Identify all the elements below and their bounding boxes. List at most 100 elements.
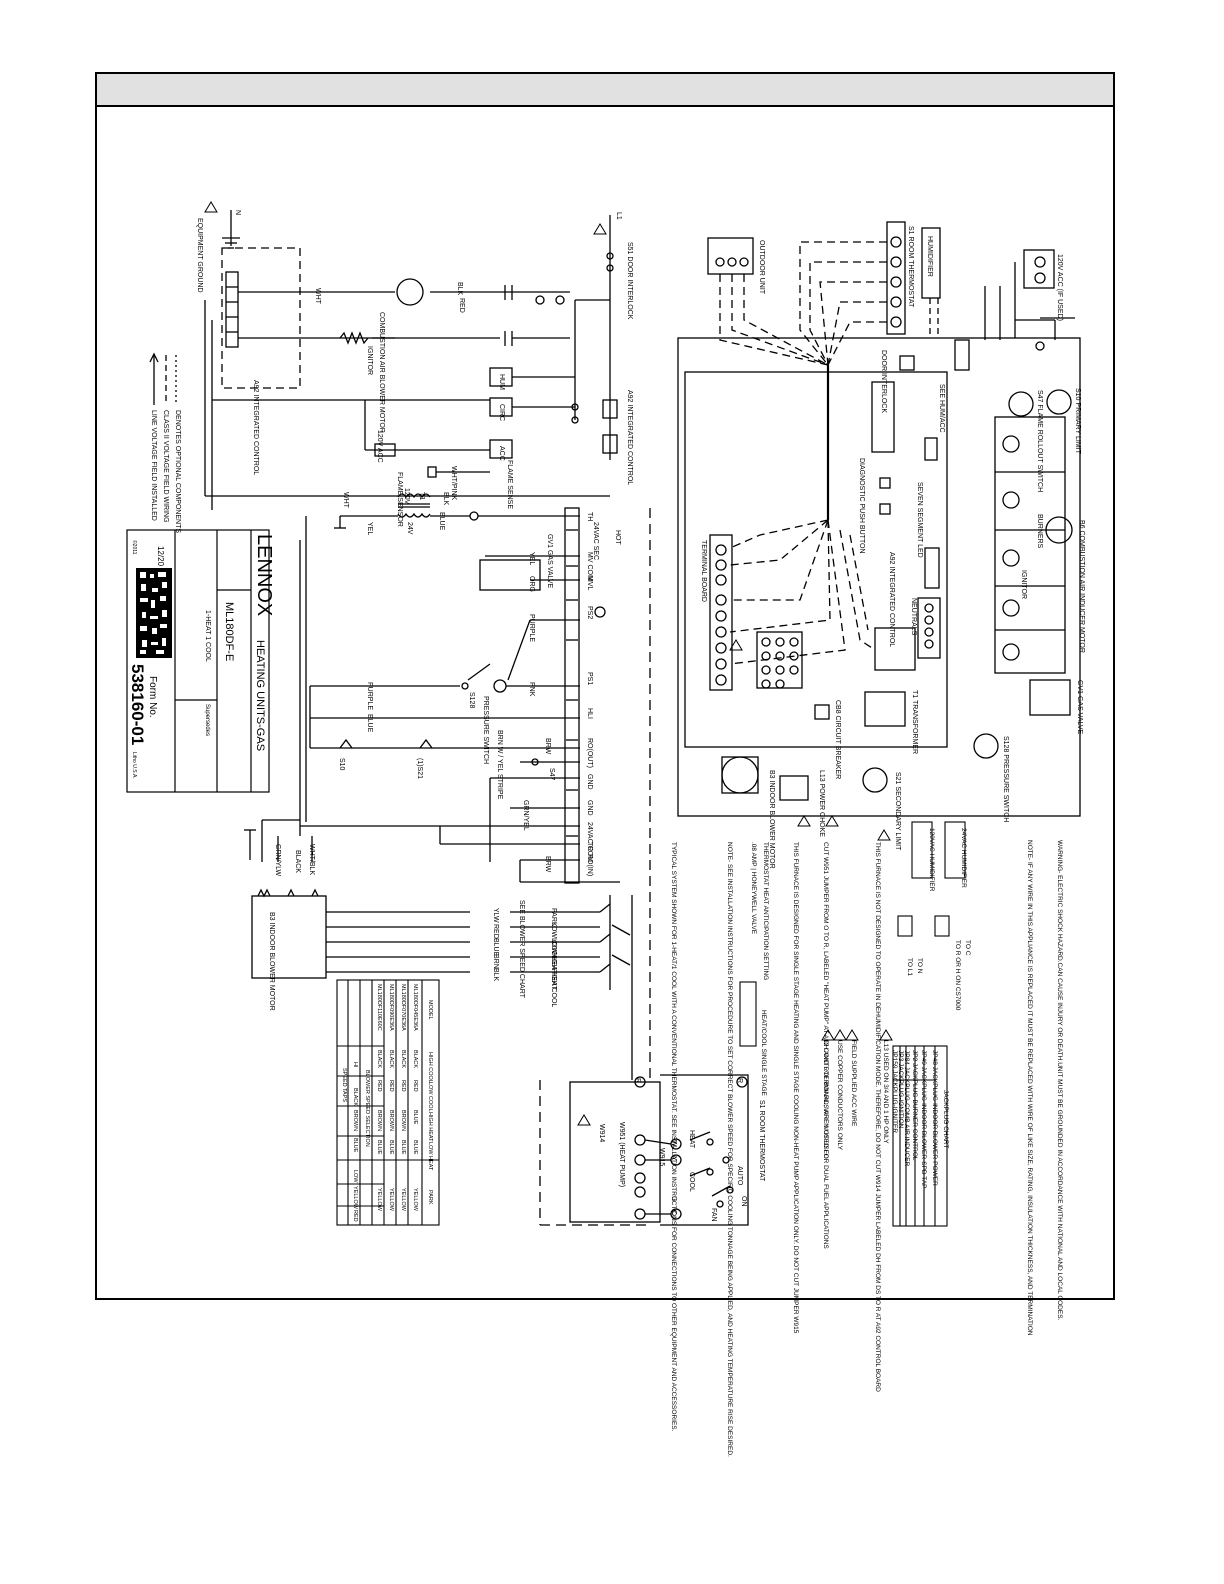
wire-blk-2: BLK: [442, 492, 449, 506]
tapwire-blk: BLK: [492, 968, 499, 982]
speed-color-brown: BROWN: [352, 1110, 358, 1131]
hum-to-l1: TO L1: [906, 958, 913, 976]
tapwire-ylw: YLW: [492, 908, 499, 923]
wire-brw-2: BRW: [544, 856, 551, 873]
term-y: Y: [670, 1156, 677, 1161]
triangle-icon: [833, 1029, 847, 1041]
speed-header-park: PARK: [427, 1190, 433, 1205]
wire-red-1: RED: [458, 298, 465, 313]
wire-grn-ylw: GRN/YLW: [274, 844, 281, 877]
note-2: CUT W951 JUMPER FROM O TO R, LABELED "HE…: [822, 842, 829, 1249]
jackplug-chart: JACKPLUG CHART JP48 JACKPLUG-INDOOR BLOW…: [891, 1050, 949, 1188]
wire-pnk: PNK: [528, 682, 535, 697]
term-circ: CIRC: [498, 404, 505, 421]
tap-low-heat: LOW HEAT: [550, 938, 557, 975]
brand-lennox: LENNOX: [253, 534, 275, 616]
l13-note: L13 USED ON 3/4 AND 1 HP ONLY: [882, 1040, 889, 1144]
row2-lh: BLUE: [400, 1140, 406, 1155]
layout-gas-valve-label: GV1 GAS VALVE: [1076, 680, 1083, 735]
speed-header-low-cool: LOW COOL: [427, 1082, 433, 1112]
voltage-24vac-sec: 24VAC SEC: [592, 522, 599, 560]
room-thermostat-block: S1 ROOM THERMOSTAT W951 (HEAT PUMP) W915…: [598, 1078, 765, 1222]
equipment-ground-label: EQUIPMENT GROUND: [196, 218, 203, 293]
anticipation-value: .08 AMP | HONEYWELL VALVE: [750, 842, 757, 935]
copper-note: USE COPPER CONDUCTORS ONLY: [836, 1040, 843, 1151]
legend-optional: DENOTES OPTIONAL COMPONENTS: [174, 410, 181, 533]
note-blower: NOTE- SEE INSTALLATION INSTRUCTIONS FOR …: [726, 842, 733, 1457]
hum-to-r: TO R OR H ON CS7000: [954, 940, 961, 1011]
wire-wht-2: WHT: [342, 492, 349, 509]
wire-blue-2: BLUE: [366, 714, 373, 733]
layout-transformer-label: T1 TRANSFORMER: [911, 690, 918, 754]
jackplug-row-3: JP2 JACKPLUG-BURNER CONTROL: [911, 1050, 918, 1161]
label-fan: FAN: [710, 1208, 717, 1222]
jackplug-row-6: JP159 JACKPLUG-IGNITER: [891, 1050, 898, 1133]
voltage-120v-acc: 120V ACC: [376, 430, 383, 463]
wire-wht-blk: WHT/BLK: [308, 844, 315, 875]
dh-note: DH AND L TERMINALS ARE NOT USED.: [822, 1040, 829, 1161]
term-ro-in: RO(IN): [586, 854, 593, 876]
row1-model: ML180DF045E36A: [412, 984, 418, 1031]
row4-lh: BLUE: [376, 1140, 382, 1155]
heat-cool-label: HEAT/COOL SINGLE STAGE: [760, 1010, 767, 1097]
flame-rollout-label: S47 FLAME ROLLOUT SWITCH: [1036, 390, 1043, 492]
row4-park: YELLOW: [376, 1188, 382, 1212]
circuit-breaker-label: CB8 CIRCUIT BREAKER: [834, 700, 841, 779]
line-label: L1: [615, 212, 622, 220]
triangle-icon: [825, 815, 839, 827]
term-ps2: PS2: [586, 606, 593, 619]
term-mv-com: MV COM: [586, 552, 593, 581]
copyright-label: ©2011: [131, 540, 138, 555]
row4-model: ML180DF110E60C: [376, 984, 382, 1031]
blower-speed-title: BLOWER SPEED SELECTION: [364, 1070, 370, 1147]
combustion-inducer-label: B6 COMBUSTION AIR INDUCER MOTOR: [1078, 520, 1085, 653]
label-heat: HEAT: [688, 1130, 695, 1149]
term-ps1: PS1: [586, 672, 593, 685]
speed-low-label: LOW: [352, 1170, 358, 1183]
seven-segment-label: SEVEN SEGMENT LED: [916, 482, 923, 558]
secondary-limit-label: S21 SECONDARY LIMIT: [894, 772, 901, 851]
switch-s10: S10: [338, 758, 345, 771]
layout-labels: OUTDOOR UNIT S1 ROOM THERMOSTAT HUMIDIFI…: [700, 226, 1085, 869]
speed-table: MODEL HIGH COOL LOW COOL HIGH HEAT LOW H…: [341, 984, 433, 1222]
tap-park: PARK: [550, 908, 557, 927]
speed-header-high-heat: HIGH HEAT: [427, 1112, 433, 1142]
wire-brw-1: BRW: [544, 738, 551, 755]
neutrals-label: NEUTRALS: [910, 598, 917, 636]
warning-note: WARNING- ELECTRIC SHOCK HAZARD.CAN CAUSE…: [1056, 840, 1063, 1321]
term-hli: HLI: [586, 708, 593, 719]
wire-blk-1: BLK: [456, 282, 463, 296]
jackplug-row-5: JP3 JACKPLUG-IGNITION: [897, 1050, 904, 1129]
tapwire-brn: BRN: [492, 954, 499, 969]
row3-hc: BLACK: [388, 1050, 394, 1068]
model-label: ML180DF-E: [223, 602, 235, 661]
row3-hh: BROWN: [388, 1110, 394, 1131]
row2-hc: BLACK: [400, 1050, 406, 1068]
jackplug-row-4: JP84 JACKPLUG-COMB AIR INDUCER: [903, 1050, 910, 1167]
legend-class-ii: CLASS II VOLTAGE FIELD WIRING: [162, 410, 169, 523]
row3-lh: BLUE: [388, 1140, 394, 1155]
term-r-2: R: [634, 1078, 641, 1083]
door-interlock-label: S51 DOOR INTERLOCK: [626, 242, 633, 320]
layout-blower-label: B3 INDOOR BLOWER MOTOR: [768, 770, 775, 869]
jackplug-title: JACKPLUG CHART: [942, 1090, 949, 1148]
legend-line-voltage: LINE VOLTAGE FIELD INSTALLED: [150, 410, 157, 521]
term-c: C: [670, 1210, 677, 1215]
speed-taps-label: SPEED TAPS: [341, 1068, 347, 1102]
power-choke-label: L13 POWER CHOKE: [818, 770, 825, 837]
wire-black: BLACK: [294, 850, 301, 873]
row3-model: ML180DF090E36A: [388, 984, 394, 1031]
row2-hh: BROWN: [400, 1110, 406, 1131]
voltage-hot: HOT: [614, 530, 621, 546]
tap-low-cool: LOW COOL: [550, 922, 557, 960]
warning-triangles: [204, 201, 893, 1126]
primary-limit-label: S10 PRIMARY LIMIT: [1074, 388, 1081, 455]
label-cool: COOL: [688, 1172, 695, 1192]
wire-yel-2: YEL: [528, 552, 535, 565]
humidifier-24v-label: 24VAC HUMIDIFIER: [960, 828, 967, 888]
terminal-board-label: TERMINAL BOARD: [700, 540, 707, 602]
voltage-120v: 120V: [403, 488, 410, 505]
row4-hh: BROWN: [376, 1110, 382, 1131]
jumper-w914: W914: [598, 1124, 605, 1142]
anticipation-title: THERMOSTAT HEAT ANTICIPATION SETTING: [762, 842, 769, 980]
